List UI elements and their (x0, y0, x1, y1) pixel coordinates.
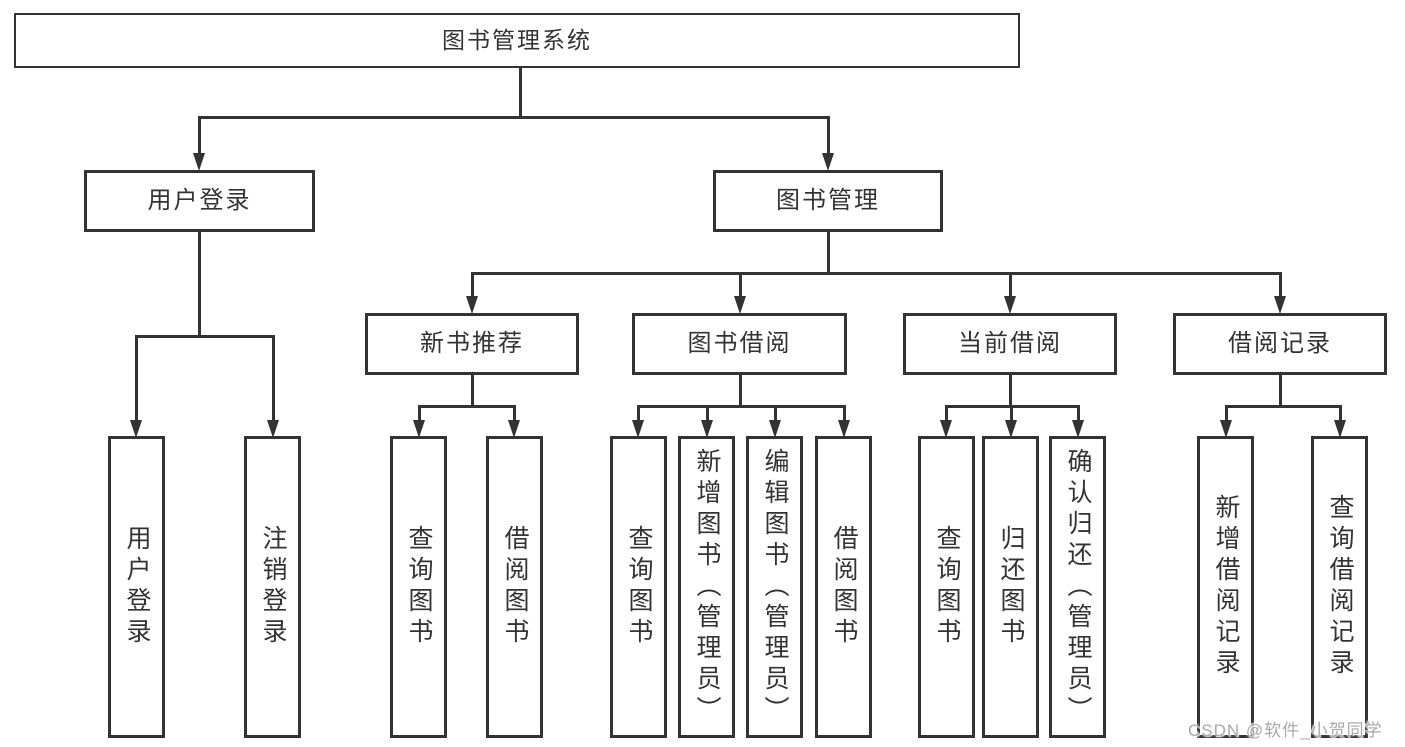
leaf-query-books-recommend-label: 查询图书 (405, 525, 433, 649)
leaf-return-books-label: 归还图书 (997, 525, 1025, 649)
node-current-borrowing-label: 当前借阅 (958, 330, 1062, 357)
leaf-borrow-books-recommend: 借阅图书 (486, 436, 543, 738)
connector-line (135, 335, 275, 338)
arrowhead-down-icon (632, 420, 644, 438)
leaf-borrow-books-recommend-label: 借阅图书 (501, 525, 529, 649)
leaf-query-books-borrowing: 查询图书 (610, 436, 667, 738)
node-user-login-label: 用户登录 (147, 187, 252, 214)
connector-line (272, 336, 275, 422)
leaf-borrow-books-borrowing: 借阅图书 (815, 436, 872, 738)
leaf-logout-label: 注销登录 (259, 525, 287, 649)
leaf-query-books-current-label: 查询图书 (933, 525, 961, 649)
connector-line (1225, 405, 1342, 408)
connector-line (1009, 273, 1012, 298)
leaf-query-books-recommend: 查询图书 (390, 436, 447, 738)
leaf-query-books-current: 查询图书 (918, 436, 975, 738)
connector-line (471, 273, 474, 298)
arrowhead-down-icon (1334, 420, 1346, 438)
connector-line (519, 67, 522, 118)
arrowhead-down-icon (701, 420, 713, 438)
leaf-return-books: 归还图书 (982, 436, 1039, 738)
watermark: CSDN @软件_小贺同学 (1188, 721, 1383, 740)
arrowhead-down-icon (413, 420, 425, 438)
connector-line (1279, 374, 1282, 408)
arrowhead-down-icon (769, 420, 781, 438)
connector-line (739, 374, 742, 408)
arrowhead-down-icon (193, 153, 205, 171)
node-book-borrowing-label: 图书借阅 (687, 330, 792, 357)
arrowhead-down-icon (1220, 420, 1232, 438)
leaf-user-login: 用户登录 (108, 436, 165, 738)
connector-line (1009, 374, 1012, 408)
leaf-add-books-admin: 新增图书（管理员） (678, 436, 735, 738)
leaf-edit-books-admin: 编辑图书（管理员） (746, 436, 803, 738)
arrowhead-down-icon (822, 153, 834, 171)
leaf-logout: 注销登录 (244, 436, 301, 738)
arrowhead-down-icon (1072, 420, 1084, 438)
connector-line (198, 117, 201, 155)
leaf-add-borrow-record: 新增借阅记录 (1197, 436, 1254, 738)
arrowhead-down-icon (838, 420, 850, 438)
node-root: 图书管理系统 (14, 13, 1020, 68)
arrowhead-down-icon (734, 296, 746, 314)
connector-line (198, 116, 830, 119)
leaf-user-login-label: 用户登录 (123, 525, 151, 649)
connector-line (843, 406, 846, 422)
node-borrowing-records-label: 借阅记录 (1228, 330, 1332, 357)
leaf-borrow-books-borrowing-label: 借阅图书 (830, 525, 858, 649)
leaf-add-borrow-record-label: 新增借阅记录 (1212, 494, 1240, 680)
connector-line (827, 231, 830, 274)
connector-line (1225, 406, 1228, 422)
leaf-confirm-return-admin: 确认归还（管理员） (1049, 436, 1106, 738)
connector-line (1339, 406, 1342, 422)
connector-line (513, 406, 516, 422)
connector-line (774, 406, 777, 422)
arrowhead-down-icon (466, 296, 478, 314)
connector-line (198, 231, 201, 338)
connector-line (1010, 406, 1013, 422)
leaf-query-books-borrowing-label: 查询图书 (625, 525, 653, 649)
arrowhead-down-icon (508, 420, 520, 438)
leaf-query-borrow-record-label: 查询借阅记录 (1326, 494, 1354, 680)
connector-line (637, 406, 640, 422)
node-user-login: 用户登录 (84, 170, 315, 232)
connector-line (637, 405, 846, 408)
node-book-borrowing: 图书借阅 (632, 313, 847, 375)
leaf-add-books-admin-label: 新增图书（管理员） (693, 447, 721, 727)
connector-line (945, 406, 948, 422)
node-borrowing-records: 借阅记录 (1173, 313, 1387, 375)
node-book-management-label: 图书管理 (776, 187, 880, 214)
node-book-management: 图书管理 (713, 170, 943, 232)
arrowhead-down-icon (1004, 296, 1016, 314)
connector-line (827, 117, 830, 155)
connector-line (1279, 273, 1282, 298)
node-current-borrowing: 当前借阅 (903, 313, 1117, 375)
connector-line (135, 336, 138, 422)
connector-line (471, 272, 1282, 275)
node-root-label: 图书管理系统 (442, 27, 592, 53)
leaf-edit-books-admin-label: 编辑图书（管理员） (761, 447, 789, 727)
arrowhead-down-icon (940, 420, 952, 438)
connector-line (739, 273, 742, 298)
node-new-book-recommend-label: 新书推荐 (420, 330, 524, 357)
leaf-confirm-return-admin-label: 确认归还（管理员） (1064, 447, 1092, 727)
arrowhead-down-icon (1274, 296, 1286, 314)
arrowhead-down-icon (267, 420, 279, 438)
connector-line (418, 406, 421, 422)
connector-line (706, 406, 709, 422)
leaf-query-borrow-record: 查询借阅记录 (1311, 436, 1368, 738)
arrowhead-down-icon (130, 420, 142, 438)
connector-line (471, 374, 474, 408)
connector-line (1077, 406, 1080, 422)
connector-line (418, 405, 516, 408)
arrowhead-down-icon (1005, 420, 1017, 438)
node-new-book-recommend: 新书推荐 (365, 313, 579, 375)
